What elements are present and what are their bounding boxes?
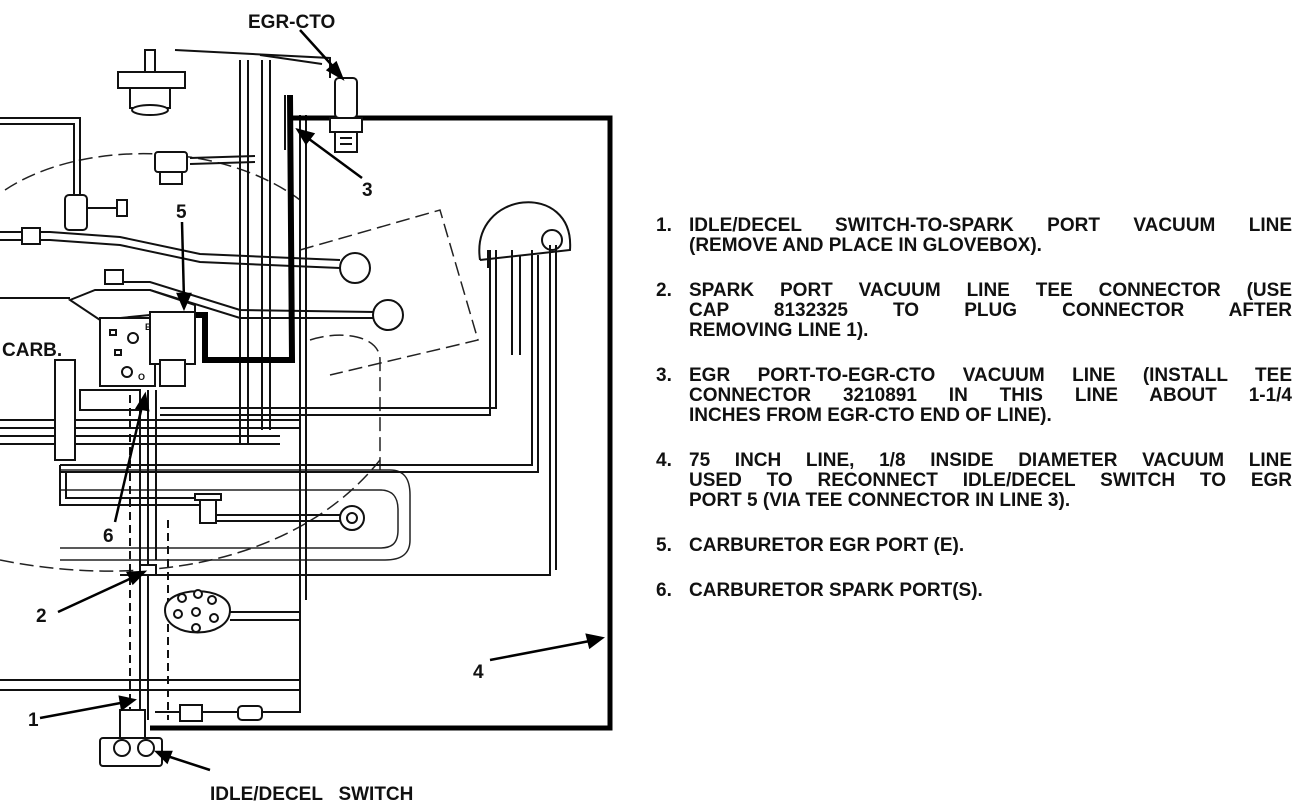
legend-item: 6. CARBURETOR SPARK PORT(S). — [656, 581, 1292, 601]
carb-port-e-label: E — [145, 322, 151, 332]
callout-number-6: 6 — [103, 526, 114, 547]
port-circle-lower — [372, 299, 404, 331]
legend-item: 1. IDLE/DECEL SWITCH-TO-SPARK PORT VACUUM… — [656, 216, 1292, 256]
legend-number: 3. — [656, 365, 672, 386]
legend-number: 1. — [656, 215, 672, 236]
legend-text: 75 INCH LINE, 1/8 INSIDE DIAMETER VACUUM… — [689, 451, 1292, 511]
legend-item: 2. SPARK PORT VACUUM LINE TEE CONNECTOR (… — [656, 281, 1292, 341]
tee-fitting — [194, 493, 222, 524]
label-egr-cto: EGR-CTO — [248, 12, 335, 33]
label-carb: CARB. — [2, 340, 62, 361]
vacuum-sensor — [154, 151, 188, 185]
egr-valve — [117, 49, 186, 116]
legend-text-line: USED TO RECONNECT IDLE/DECEL SWITCH TO E… — [689, 470, 1292, 491]
legend-text-line: REMOVING LINE 1). — [689, 320, 869, 341]
legend-text: CARBURETOR EGR PORT (E). — [689, 536, 1292, 556]
legend-text-line: CAP 8132325 TO PLUG CONNECTOR AFTER — [689, 300, 1292, 321]
plate-sensor — [339, 505, 365, 531]
legend-text: IDLE/DECEL SWITCH-TO-SPARK PORT VACUUM L… — [689, 216, 1292, 256]
distributor-cap — [478, 201, 572, 268]
egr-cto-valve — [329, 77, 363, 153]
distributor-plug — [163, 589, 232, 634]
legend-text-line: EGR PORT-TO-EGR-CTO VACUUM LINE (INSTALL… — [689, 365, 1292, 386]
legend-text-line: CARBURETOR EGR PORT (E). — [689, 535, 965, 556]
legend-number: 5. — [656, 535, 672, 556]
line-4-loop — [150, 115, 613, 731]
tee-connector-2 — [139, 564, 157, 576]
hose-connector-left — [21, 227, 41, 245]
carburetor — [54, 289, 196, 461]
legend-item: 5. CARBURETOR EGR PORT (E). — [656, 536, 1292, 556]
legend-number: 4. — [656, 450, 672, 471]
egr-line-3 — [185, 94, 296, 363]
legend-text-line: CARBURETOR SPARK PORT(S). — [689, 580, 983, 601]
callout-arrows — [39, 29, 605, 772]
legend-text-line: SPARK PORT VACUUM LINE TEE CONNECTOR (US… — [689, 280, 1292, 301]
engine-outline — [0, 152, 479, 572]
callout-number-1: 1 — [28, 710, 39, 731]
legend-number: 2. — [656, 280, 672, 301]
thermal-valve — [64, 194, 128, 231]
port-circle-upper — [339, 252, 371, 284]
label-idle-decel-switch: IDLE/DECEL SWITCH — [210, 784, 413, 805]
legend: 1. IDLE/DECEL SWITCH-TO-SPARK PORT VACUUM… — [656, 216, 1292, 626]
legend-text: EGR PORT-TO-EGR-CTO VACUUM LINE (INSTALL… — [689, 366, 1292, 426]
legend-text-line: CONNECTOR 3210891 IN THIS LINE ABOUT 1-1… — [689, 385, 1292, 406]
callout-number-2: 2 — [36, 606, 47, 627]
legend-text-line: PORT 5 (VIA TEE CONNECTOR IN LINE 3). — [689, 490, 1071, 511]
legend-text-line: INCHES FROM EGR-CTO END OF LINE). — [689, 405, 1052, 426]
idle-decel-switch — [99, 709, 163, 767]
legend-text: SPARK PORT VACUUM LINE TEE CONNECTOR (US… — [689, 281, 1292, 341]
callout-number-3: 3 — [362, 180, 373, 201]
spark-port-lines — [129, 390, 301, 720]
legend-item: 3. EGR PORT-TO-EGR-CTO VACUUM LINE (INSTA… — [656, 366, 1292, 426]
carb-port-o-label: O — [138, 372, 145, 382]
legend-text-line: IDLE/DECEL SWITCH-TO-SPARK PORT VACUUM L… — [689, 215, 1292, 236]
legend-text-line: 75 INCH LINE, 1/8 INSIDE DIAMETER VACUUM… — [689, 450, 1292, 471]
legend-number: 6. — [656, 580, 672, 601]
hose-connector-upper — [104, 269, 124, 285]
callout-number-5: 5 — [176, 202, 187, 223]
inline-fittings — [179, 704, 263, 722]
legend-item: 4. 75 INCH LINE, 1/8 INSIDE DIAMETER VACU… — [656, 451, 1292, 511]
callout-number-4: 4 — [473, 662, 484, 683]
legend-text: CARBURETOR SPARK PORT(S). — [689, 581, 1292, 601]
legend-text-line: (REMOVE AND PLACE IN GLOVEBOX). — [689, 235, 1042, 256]
